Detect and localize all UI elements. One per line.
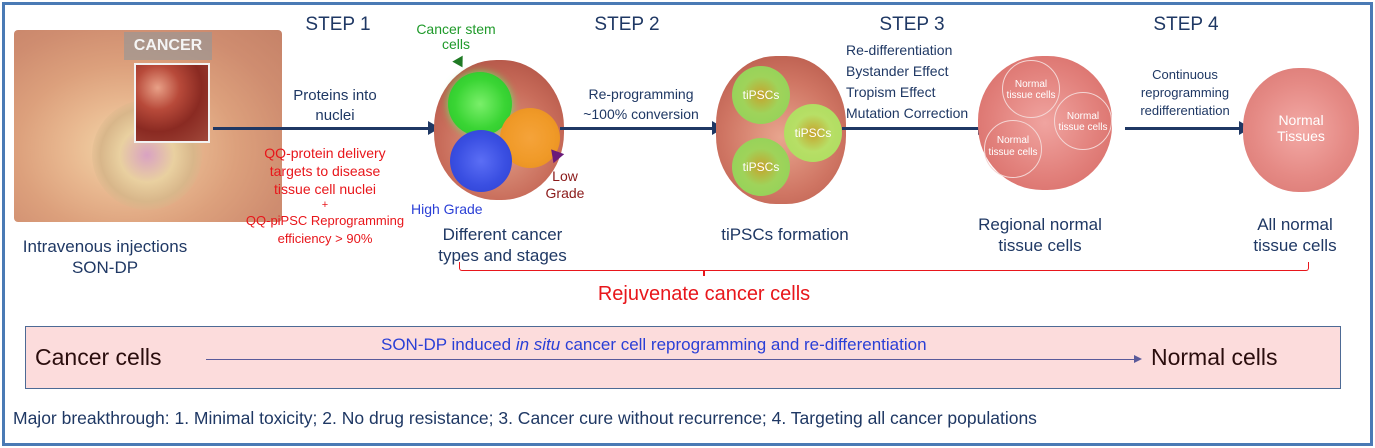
low-annotation-line1: Low xyxy=(552,168,578,184)
step-4-title: STEP 4 xyxy=(1153,14,1219,35)
stage-4-caption-line1: All normal xyxy=(1257,215,1333,234)
low-grade-annotation: Low Grade xyxy=(540,168,590,202)
stem-annotation-line1: Cancer stem xyxy=(416,21,496,37)
summary-middle-prefix: SON-DP induced xyxy=(381,335,516,354)
summary-arrow-line xyxy=(206,359,1136,360)
normal-tissue-cluster: Normal tissue cells xyxy=(1054,92,1112,150)
step-1-details: QQ-protein delivery targets to disease t… xyxy=(225,144,425,248)
stem-cell-cluster xyxy=(448,72,512,136)
summary-arrow-head xyxy=(1134,355,1142,363)
normal-tissues-label-line1: Normal xyxy=(1278,112,1324,128)
step-2-above-line1: Re-programming xyxy=(588,86,694,102)
start-caption-line2: SON-DP xyxy=(71,258,139,277)
stage-4-caption: All normal tissue cells xyxy=(1225,214,1365,256)
cancer-label-box: CANCER xyxy=(124,32,212,60)
step-4-arrow xyxy=(1125,121,1251,135)
rejuvenate-bracket xyxy=(459,262,1309,271)
step-1-detail-line: efficiency > 90% xyxy=(277,231,373,246)
normal-tissues-illustration: Normal Tissues xyxy=(1243,68,1359,192)
tipscs-cluster: tiPSCs xyxy=(732,66,790,124)
stem-annotation-line2: cells xyxy=(441,36,470,52)
stage-4-caption-line2: tissue cells xyxy=(1253,236,1337,255)
summary-middle-text: SON-DP induced in situ cancer cell repro… xyxy=(381,335,927,355)
step-4-above-line: reprogramming xyxy=(1140,85,1230,100)
stage-1-caption-line2: types and stages xyxy=(438,246,567,265)
tumor-closeup xyxy=(134,63,210,143)
step-4-above-line: Continuous xyxy=(1152,67,1218,82)
tipscs-illustration: tiPSCs tiPSCs tiPSCs xyxy=(716,56,846,204)
regional-normal-illustration: Normal tissue cells Normal tissue cells … xyxy=(978,56,1112,190)
rejuvenate-label: Rejuvenate cancer cells xyxy=(597,283,811,305)
stage-3-caption-line1: Regional normal xyxy=(978,215,1102,234)
step-3-effect-line: Bystander Effect xyxy=(846,63,949,79)
stage-1-caption: Different cancer types and stages xyxy=(420,224,585,266)
start-caption: Intravenous injections SON-DP xyxy=(0,236,210,278)
step-4-above-line: redifferentiation xyxy=(1140,103,1230,118)
step-2-above: Re-programming ~100% conversion xyxy=(566,84,716,124)
step-2-arrow xyxy=(560,121,724,135)
summary-middle-suffix: cancer cell reprogramming and re-differe… xyxy=(560,335,927,354)
start-caption-line1: Intravenous injections xyxy=(22,237,188,256)
stage-3-caption-line2: tissue cells xyxy=(998,236,1082,255)
normal-tissue-cluster: Normal tissue cells xyxy=(984,120,1042,178)
step-3-effect-line: Re-differentiation xyxy=(846,42,953,58)
step-2-above-line2: ~100% conversion xyxy=(583,106,699,122)
tipscs-cluster: tiPSCs xyxy=(784,104,842,162)
normal-tissues-label-line2: Tissues xyxy=(1277,128,1325,144)
stem-cells-annotation: Cancer stem cells xyxy=(404,22,508,52)
bracket-tick xyxy=(703,271,705,276)
step-3-title: STEP 3 xyxy=(879,14,945,35)
high-grade-cluster xyxy=(450,130,512,192)
step-3-above: Re-differentiation Bystander Effect Trop… xyxy=(846,40,996,124)
step-1-detail-line: tissue cell nuclei xyxy=(274,181,376,197)
step-1-title: STEP 1 xyxy=(305,14,371,35)
step-1-above-line1: Proteins into xyxy=(293,87,377,104)
step-3-arrow xyxy=(842,121,990,135)
normal-tissue-cluster: Normal tissue cells xyxy=(1002,60,1060,118)
stage-3-caption: Regional normal tissue cells xyxy=(965,214,1115,256)
summary-to: Normal cells xyxy=(1151,344,1278,370)
breast-illustration: CANCER xyxy=(14,30,282,222)
tipscs-cluster: tiPSCs xyxy=(732,138,790,196)
summary-box: Cancer cells SON-DP induced in situ canc… xyxy=(25,326,1341,389)
step-1-detail-line: targets to disease xyxy=(269,163,381,179)
step-1-detail-line: QQ-piPSC Reprogramming xyxy=(245,213,405,228)
low-annotation-line2: Grade xyxy=(545,185,585,201)
high-grade-annotation: High Grade xyxy=(411,201,483,217)
step-1-above: Proteins into nuclei xyxy=(240,86,430,126)
step-1-detail-plus: + xyxy=(321,199,329,211)
step-3-effect-line: Tropism Effect xyxy=(846,84,936,100)
step-1-arrow xyxy=(213,121,440,135)
step-3-effect-line: Mutation Correction xyxy=(846,105,969,121)
step-4-above: Continuous reprogramming redifferentiati… xyxy=(1115,66,1255,120)
step-2-title: STEP 2 xyxy=(594,14,660,35)
cancer-tumor-illustration xyxy=(434,60,564,200)
footer-breakthrough: Major breakthrough: 1. Minimal toxicity;… xyxy=(13,408,1037,428)
stage-1-caption-line1: Different cancer xyxy=(442,225,563,244)
summary-from: Cancer cells xyxy=(35,344,162,370)
summary-middle-italic: in situ xyxy=(515,335,561,354)
step-1-above-line2: nuclei xyxy=(315,107,355,124)
stage-2-caption: tiPSCs formation xyxy=(721,225,849,244)
step-1-detail-line: QQ-protein delivery xyxy=(264,145,386,161)
